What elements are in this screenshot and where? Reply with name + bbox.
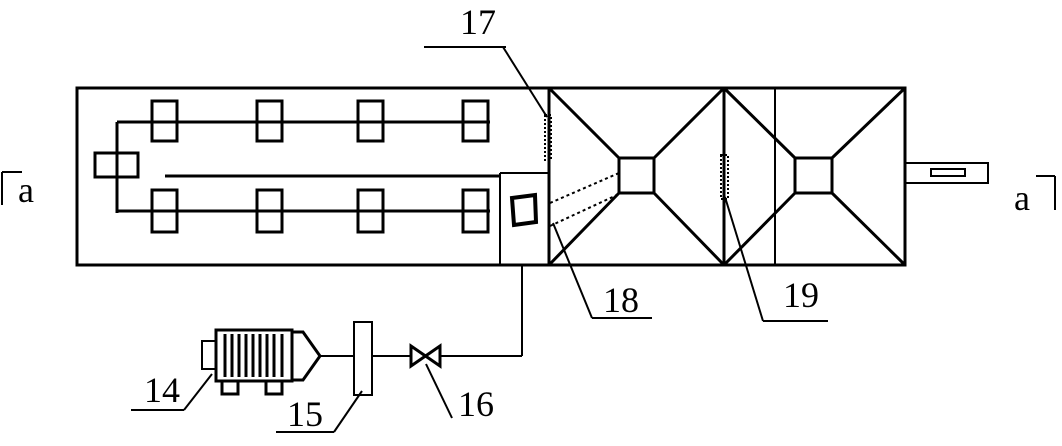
pad	[150, 188, 179, 234]
section-label-right: a	[1014, 178, 1030, 218]
pipe-manifold	[93, 120, 500, 213]
label-15: 15	[287, 394, 323, 434]
feed-pipe	[320, 265, 523, 357]
pump-motor	[201, 328, 322, 396]
valve	[409, 343, 442, 369]
pad	[255, 188, 284, 234]
pad	[461, 99, 490, 143]
element-19	[720, 154, 729, 200]
hopper-1	[547, 86, 726, 267]
pad	[356, 188, 385, 234]
hopper-2	[722, 86, 907, 267]
leader-lines	[131, 46, 828, 433]
pad	[150, 99, 179, 143]
pad	[255, 99, 284, 143]
outlet-pipe	[904, 162, 989, 184]
label-18: 18	[603, 280, 639, 320]
element-17	[544, 114, 552, 161]
section-marker-left: a	[1, 170, 34, 210]
section-marker-right: a	[1014, 175, 1056, 218]
label-19: 19	[783, 275, 819, 315]
manifold-junction-box	[93, 151, 140, 179]
section-label-left: a	[18, 170, 34, 210]
filter	[353, 321, 373, 396]
pad	[356, 99, 385, 143]
lower-pad-row	[150, 188, 490, 234]
label-17: 17	[460, 2, 496, 42]
pad	[461, 188, 490, 234]
label-16: 16	[458, 384, 494, 424]
label-14: 14	[144, 370, 180, 410]
upper-pad-row	[150, 99, 490, 143]
camera-box	[509, 192, 539, 228]
camera-view-lines	[549, 172, 620, 227]
